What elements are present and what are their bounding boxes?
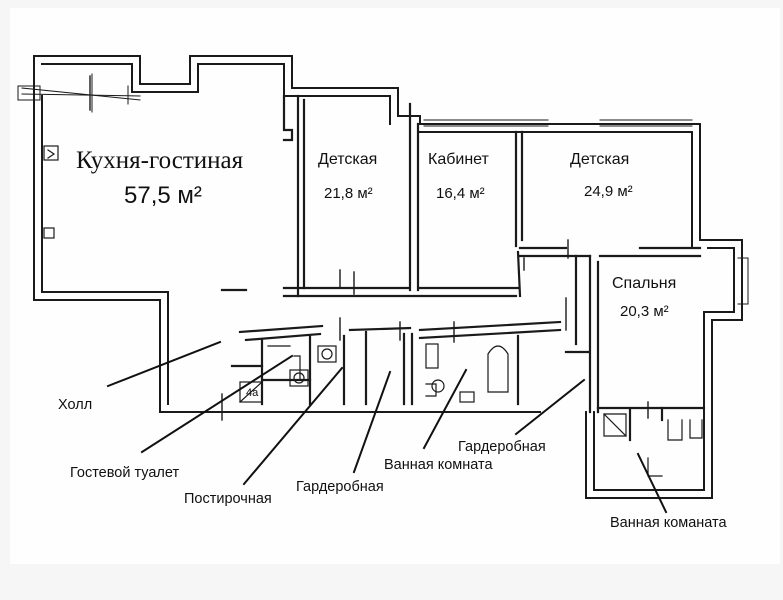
- leader-laundry: [242, 366, 344, 486]
- leader-lines: [106, 340, 668, 514]
- interior-walls: [220, 94, 706, 442]
- kids1-area: 21,8 м²: [324, 185, 373, 202]
- kids2-name: Детская: [570, 151, 630, 168]
- fixtures: [43, 145, 703, 477]
- bedroom-area: 20,3 м²: [620, 303, 669, 320]
- windows: [17, 73, 749, 305]
- callout-wardrobe2: Гардеробная: [458, 439, 546, 455]
- outer-walls: [33, 55, 743, 499]
- kids1-name: Детская: [318, 151, 378, 168]
- leader-bathroom1: [422, 368, 468, 450]
- callout-guest-toilet: Гостевой туалет: [70, 465, 180, 481]
- leader-hall: [106, 340, 222, 388]
- callout-bathroom2: Ванная команата: [610, 515, 727, 531]
- floor-plan-sheet: [10, 8, 780, 564]
- kitchen-area: 57,5 м²: [124, 182, 202, 209]
- kids2-area: 24,9 м²: [584, 183, 633, 200]
- leader-wardrobe2: [514, 378, 586, 436]
- callout-laundry: Постирочная: [184, 491, 272, 507]
- office-name: Кабинет: [428, 151, 489, 168]
- callout-bathroom1: Ванная комната: [384, 457, 493, 473]
- leader-bathroom2: [636, 452, 668, 514]
- bedroom-name: Спальня: [612, 275, 677, 292]
- leader-guest-toilet: [140, 354, 294, 454]
- kitchen-name: Кухня-гостиная: [76, 147, 244, 174]
- door-ticks: [89, 75, 649, 421]
- office-area: 16,4 м²: [436, 185, 485, 202]
- shaft-mark: 4а: [246, 387, 259, 399]
- leader-wardrobe1: [352, 370, 392, 474]
- callout-wardrobe1: Гардеробная: [296, 479, 384, 495]
- callout-hall: Холл: [58, 397, 93, 413]
